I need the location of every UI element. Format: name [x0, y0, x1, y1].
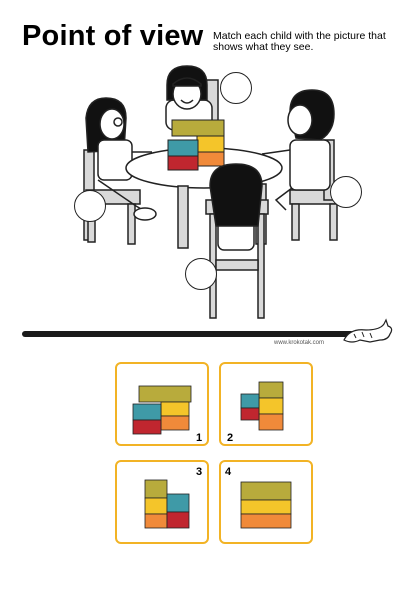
blocks-front-icon	[132, 385, 192, 435]
blocks-side-icon	[240, 381, 284, 431]
child-right	[261, 89, 335, 211]
answer-circle-left[interactable]	[74, 190, 106, 222]
card-3[interactable]: 3	[115, 460, 209, 544]
scene-illustration	[83, 65, 341, 319]
card-number: 2	[227, 432, 234, 444]
card-2[interactable]: 2	[219, 362, 313, 446]
answer-circle-front[interactable]	[185, 258, 217, 290]
answer-circle-top[interactable]	[220, 72, 252, 104]
blocks-side-back-icon	[144, 479, 190, 529]
card-number: 1	[196, 432, 203, 444]
divider-line	[22, 331, 354, 337]
instruction-text: Match each child with the picture that s…	[213, 30, 386, 53]
card-1[interactable]: 1	[115, 362, 209, 446]
cat-icon	[343, 318, 393, 343]
answer-circle-right[interactable]	[330, 176, 362, 208]
child-front	[205, 163, 269, 319]
page-title: Point of view	[22, 20, 204, 52]
child-left	[85, 97, 157, 221]
card-number: 4	[225, 466, 232, 478]
blocks-back-icon	[240, 481, 292, 529]
card-4[interactable]: 4	[219, 460, 313, 544]
site-url: www.krokotak.com	[274, 340, 325, 346]
card-number: 3	[196, 466, 203, 478]
table-blocks	[167, 119, 225, 171]
